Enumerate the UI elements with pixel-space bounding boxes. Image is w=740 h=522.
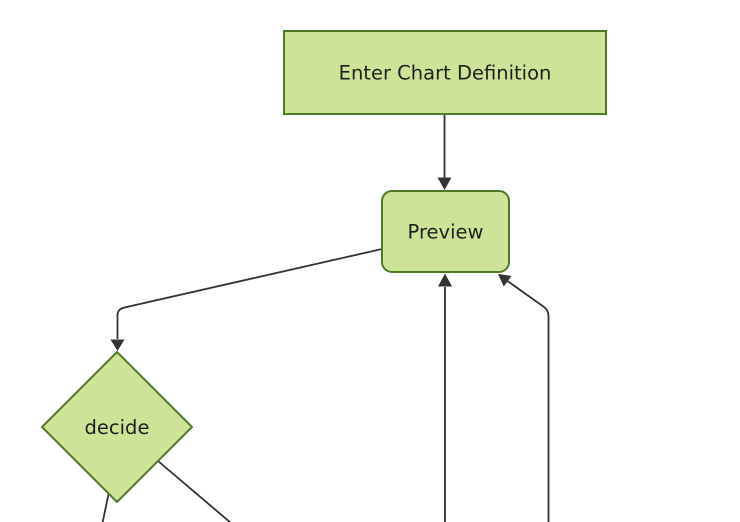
node-preview-label: Preview <box>408 221 484 244</box>
edge-preview-to-decide <box>116 248 383 339</box>
node-preview <box>381 190 510 273</box>
edge-decide-offscreen-right <box>157 460 232 522</box>
arrowhead-preview-to-decide <box>110 339 125 351</box>
node-decide <box>40 350 194 504</box>
node-decide-label: decide <box>85 416 150 439</box>
node-enter-chart-definition-label: Enter Chart Definition <box>339 62 552 85</box>
arrowhead-enter-to-preview <box>437 177 452 190</box>
arrowhead-bottomright-to-preview <box>498 274 512 287</box>
arrowhead-bottom-to-preview <box>438 273 452 287</box>
edge-bottomright-to-preview <box>506 280 550 522</box>
edge-decide-offscreen-left <box>101 493 110 522</box>
node-enter-chart-definition <box>283 30 607 115</box>
